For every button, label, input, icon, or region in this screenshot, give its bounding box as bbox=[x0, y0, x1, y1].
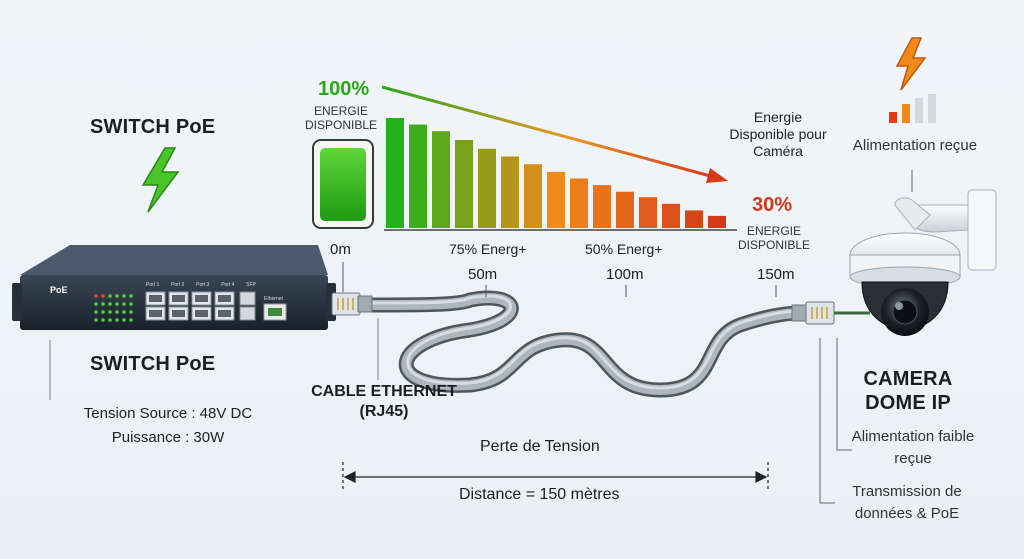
energy-bar bbox=[708, 215, 726, 228]
ethernet-port-socket bbox=[172, 295, 185, 302]
port-labels: Port 1 Port 2 Port 3 Port 4 SFP bbox=[146, 282, 256, 288]
switch-title-top: SWITCH PoE bbox=[90, 116, 216, 138]
lightning-icon bbox=[141, 147, 180, 213]
status-led bbox=[94, 302, 98, 306]
perte-de-tension: Perte de Tension bbox=[480, 438, 600, 455]
status-led bbox=[101, 318, 105, 322]
energy-bar bbox=[386, 118, 404, 228]
energy-start-percent: 100% bbox=[318, 78, 370, 100]
energy-bar bbox=[570, 178, 588, 228]
energy-decline-arrow bbox=[381, 85, 728, 183]
distance-50m: 50m bbox=[468, 266, 498, 283]
ethernet-port-socket bbox=[149, 310, 162, 317]
ethernet-port-socket bbox=[218, 310, 231, 317]
poe-switch bbox=[12, 245, 336, 330]
ethernet-port-socket bbox=[195, 310, 208, 317]
status-led bbox=[101, 294, 105, 298]
energy-bar bbox=[593, 185, 611, 228]
ethernet-port-socket bbox=[195, 295, 208, 302]
lightning-icon bbox=[895, 37, 927, 91]
energy-bar bbox=[662, 203, 680, 228]
energy-bar bbox=[685, 210, 703, 228]
ethernet-port-socket bbox=[149, 295, 162, 302]
status-led bbox=[115, 294, 119, 298]
energy-bar bbox=[455, 140, 473, 228]
mid-75-label: 75% Energ+ bbox=[449, 241, 527, 257]
status-led bbox=[108, 302, 112, 306]
distance-150m: 150m bbox=[757, 266, 795, 283]
signal-bars-icon bbox=[889, 94, 936, 123]
energy-bar bbox=[409, 124, 427, 228]
status-led bbox=[108, 294, 112, 298]
energy-bar bbox=[501, 156, 519, 228]
port-label: Port 2 bbox=[171, 282, 185, 288]
camera-energy-label: Energie Disponible pour Caméra bbox=[729, 109, 827, 159]
energy-start-label: ENERGIE DISPONIBLE bbox=[304, 104, 378, 132]
energy-bar bbox=[639, 197, 657, 228]
alimentation-faible: Alimentation faible reçue bbox=[851, 428, 975, 467]
status-led bbox=[122, 310, 126, 314]
status-led bbox=[129, 302, 133, 306]
port-label: SFP bbox=[246, 282, 256, 288]
camera-leaders bbox=[819, 338, 852, 504]
status-led bbox=[101, 302, 105, 306]
status-led bbox=[122, 318, 126, 322]
switch-title-bottom: SWITCH PoE bbox=[90, 353, 216, 375]
alimentation-recue: Alimentation reçue bbox=[852, 137, 978, 154]
battery-icon bbox=[312, 139, 374, 229]
camera-title: CAMERA DOME IP bbox=[863, 368, 953, 414]
status-led bbox=[129, 294, 133, 298]
cable-label: CABLE ETHERNET (RJ45) bbox=[311, 383, 457, 420]
energy-bar bbox=[478, 148, 496, 228]
distance-100m: 100m bbox=[606, 266, 644, 283]
ethernet-port-socket bbox=[172, 310, 185, 317]
status-led bbox=[129, 310, 133, 314]
status-led bbox=[115, 318, 119, 322]
transmission-label: Transmission de données & PoE bbox=[852, 483, 962, 522]
status-led bbox=[108, 318, 112, 322]
energy-end-percent: 30% bbox=[752, 194, 793, 216]
status-led bbox=[94, 294, 98, 298]
status-led bbox=[115, 310, 119, 314]
port-label: Port 3 bbox=[196, 282, 210, 288]
energy-bar bbox=[432, 131, 450, 228]
distance-total: Distance = 150 mètres bbox=[459, 486, 620, 503]
status-led bbox=[122, 294, 126, 298]
status-led bbox=[129, 318, 133, 322]
energy-bar bbox=[616, 191, 634, 228]
status-led bbox=[108, 310, 112, 314]
switch-puissance: Puissance : 30W bbox=[111, 429, 225, 446]
distance-ticks bbox=[342, 262, 777, 297]
energy-bar bbox=[524, 164, 542, 228]
dome-camera bbox=[849, 170, 997, 336]
ethernet-cable bbox=[331, 290, 870, 398]
status-led bbox=[94, 310, 98, 314]
ethernet-port-label: Ethernet bbox=[264, 296, 283, 302]
status-led bbox=[115, 302, 119, 306]
status-led bbox=[122, 302, 126, 306]
status-led bbox=[94, 318, 98, 322]
energy-bars bbox=[386, 118, 726, 228]
mid-50-label: 50% Energ+ bbox=[585, 241, 663, 257]
port-label: Port 4 bbox=[221, 282, 235, 288]
status-led bbox=[101, 310, 105, 314]
energy-bar bbox=[547, 171, 565, 228]
switch-brand: PoE bbox=[50, 285, 68, 295]
distance-0m: 0m bbox=[330, 241, 351, 258]
switch-tension: Tension Source : 48V DC bbox=[83, 405, 253, 422]
port-label: Port 1 bbox=[146, 282, 160, 288]
energy-end-label: ENERGIE DISPONIBLE bbox=[737, 224, 811, 252]
ethernet-port-socket bbox=[218, 295, 231, 302]
distance-arrow bbox=[342, 462, 769, 490]
